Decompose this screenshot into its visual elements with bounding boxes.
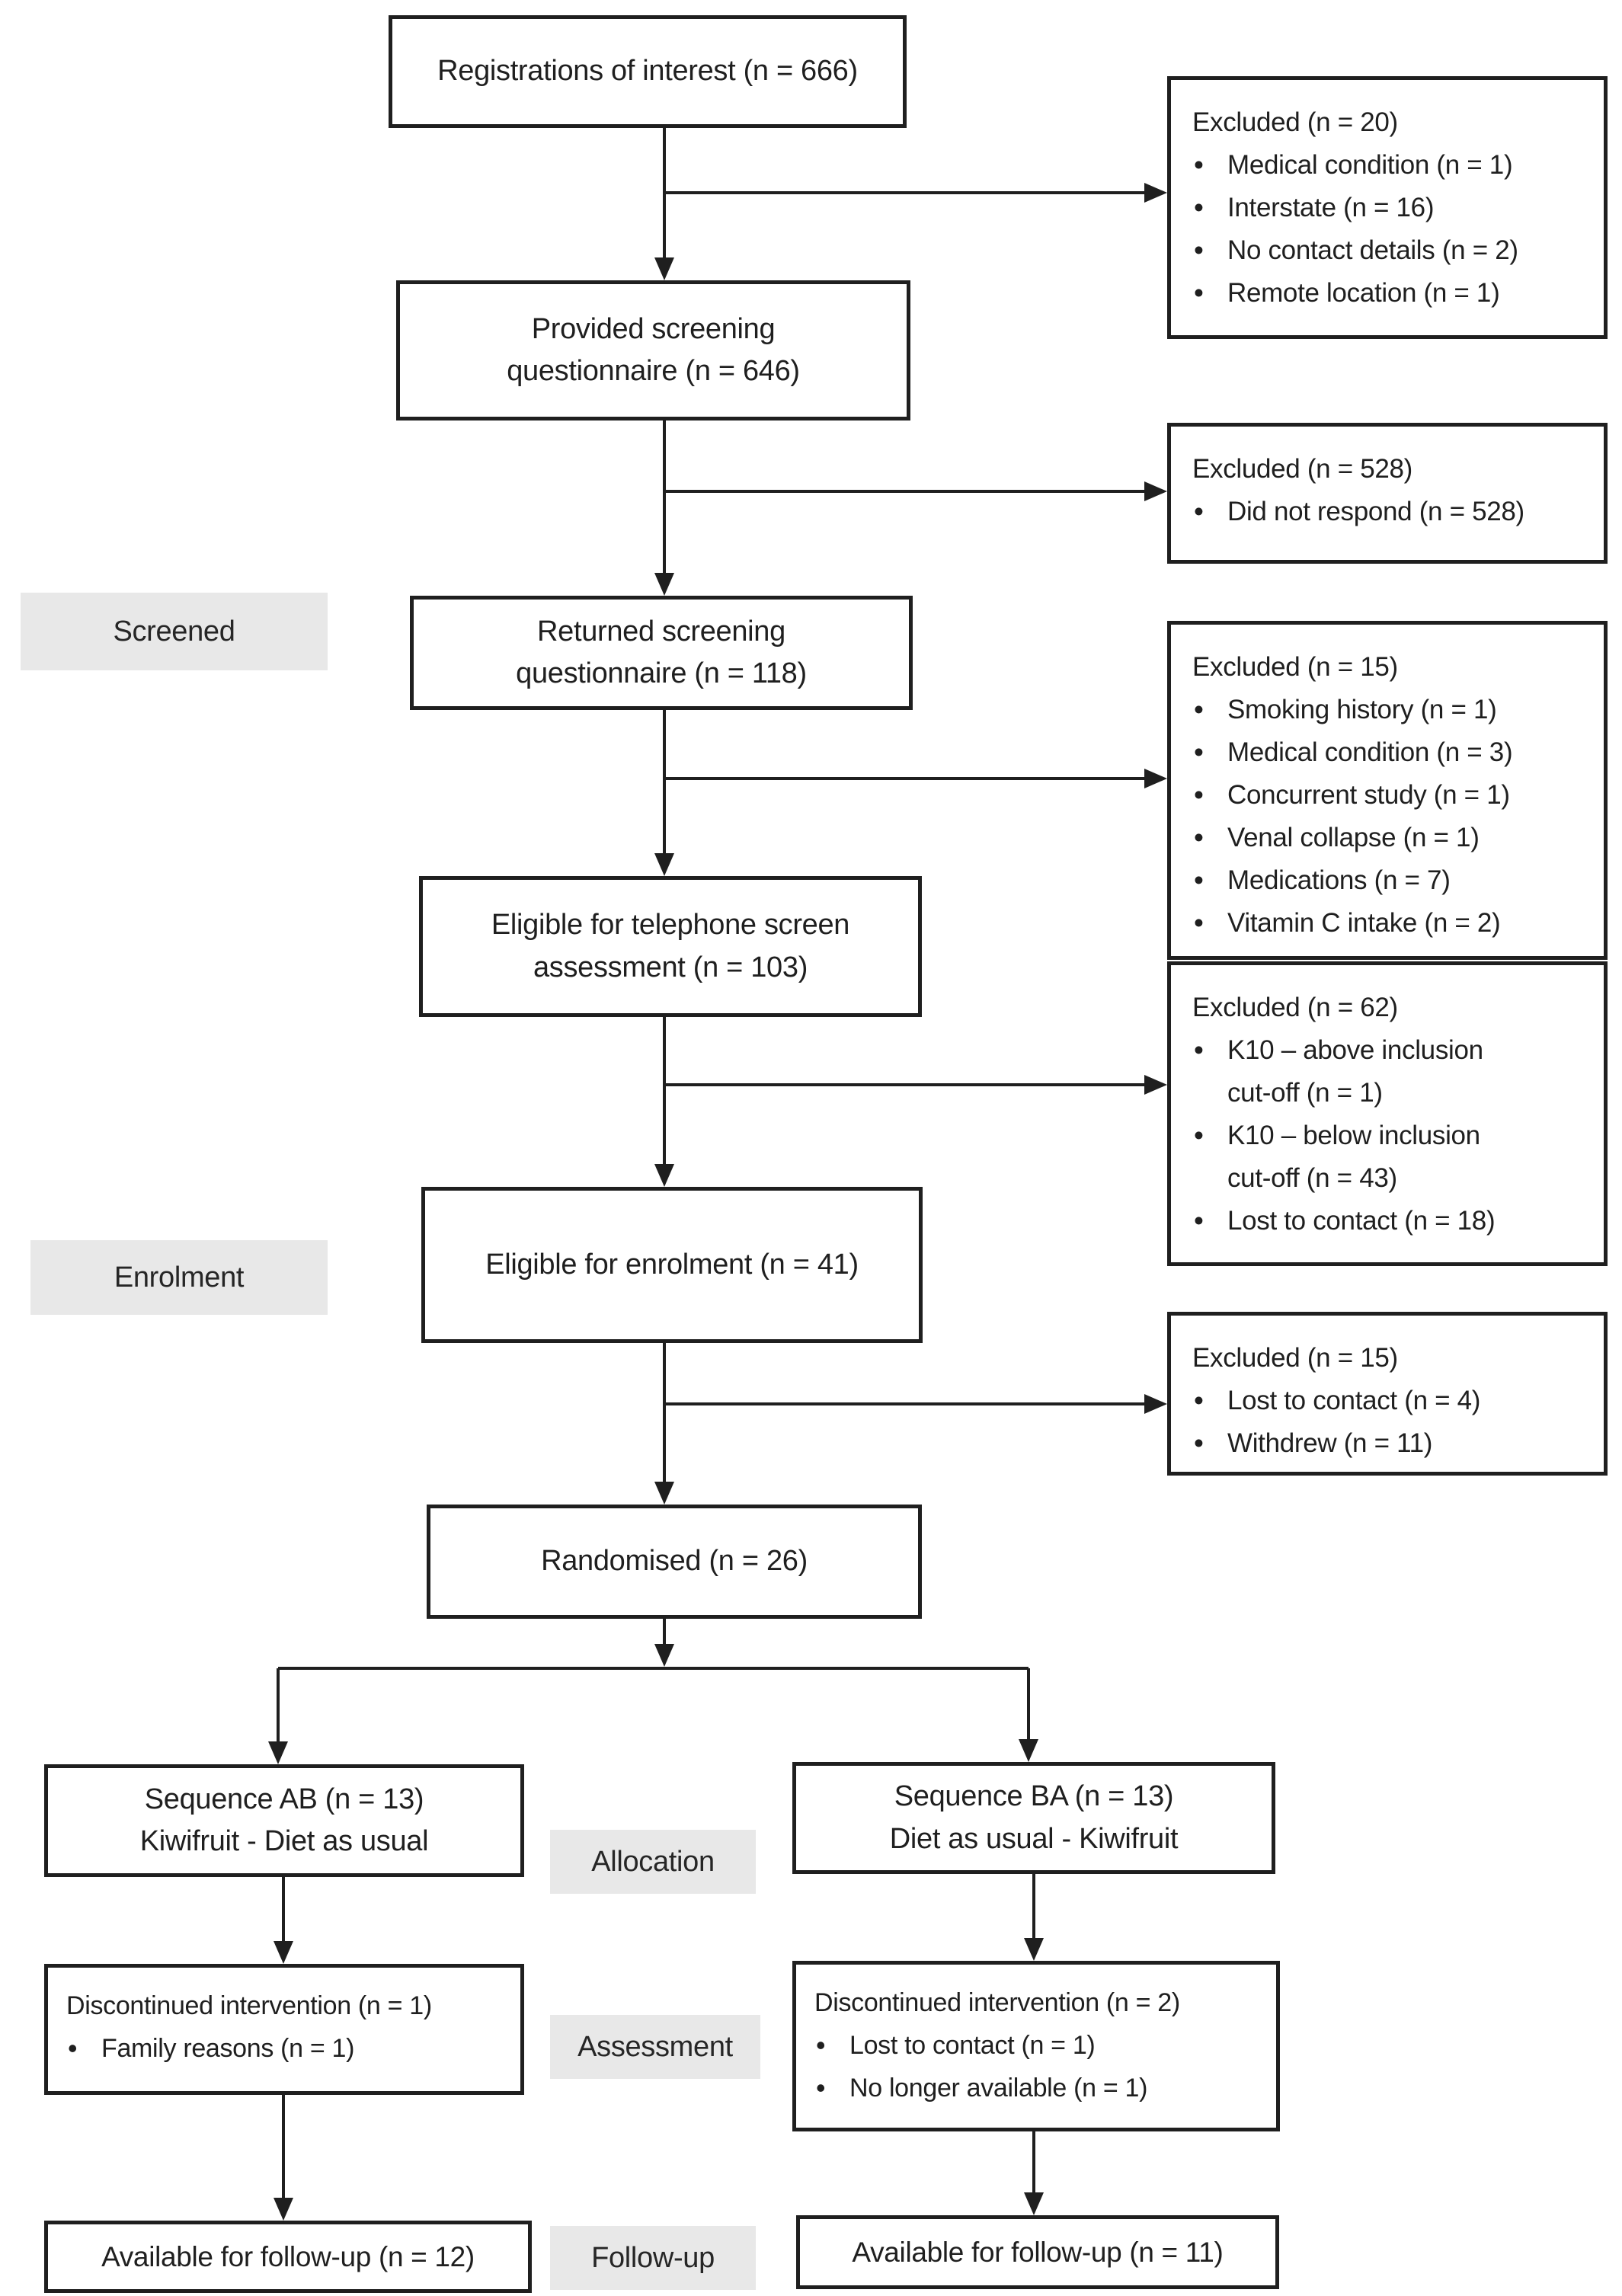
box-eligible-enrolment-label: Eligible for enrolment (n = 41) xyxy=(485,1248,859,1281)
box-randomised: Randomised (n = 26) xyxy=(427,1505,922,1619)
excluded-screening-returned-item: Vitamin C intake (n = 2) xyxy=(1192,902,1588,945)
stage-label-enrolment-text: Enrolment xyxy=(114,1261,245,1293)
excluded-screening-returned-item: Venal collapse (n = 1) xyxy=(1192,817,1588,859)
box-registrations-label: Registrations of interest (n = 666) xyxy=(437,55,858,88)
box-sequence-ba: Sequence BA (n = 13) Diet as usual - Kiw… xyxy=(792,1762,1275,1874)
box-sequence-ab-label: Sequence AB (n = 13) Kiwifruit - Diet as… xyxy=(139,1783,429,1857)
arrowhead-randomised xyxy=(654,1482,674,1505)
excluded-enrolment-title: Excluded (n = 15) xyxy=(1192,1343,1398,1373)
box-returned-screening-label: Returned screening questionnaire (n = 11… xyxy=(516,615,807,689)
arrowhead-excluded-telephone xyxy=(1144,1075,1167,1095)
stage-label-screened-text: Screened xyxy=(113,615,235,648)
arrowhead-excluded-screening-returned xyxy=(1144,769,1167,788)
box-sequence-ab: Sequence AB (n = 13) Kiwifruit - Diet as… xyxy=(44,1764,524,1877)
excluded-registration-list: Medical condition (n = 1) Interstate (n … xyxy=(1192,144,1588,315)
stage-label-followup: Follow-up xyxy=(550,2226,756,2290)
excluded-screening-sent-list: Did not respond (n = 528) xyxy=(1192,491,1588,533)
box-available-ab-label: Available for follow-up (n = 12) xyxy=(101,2240,475,2272)
excluded-enrolment-item: Withdrew (n = 11) xyxy=(1192,1422,1588,1465)
arrowhead-available-ba xyxy=(1024,2192,1044,2215)
box-provided-screening: Provided screening questionnaire (n = 64… xyxy=(396,280,910,421)
box-available-ab: Available for follow-up (n = 12) xyxy=(44,2221,532,2293)
arrowhead-excluded-screening-sent xyxy=(1144,481,1167,501)
excluded-screening-returned-item: Smoking history (n = 1) xyxy=(1192,689,1588,731)
arrowhead-excluded-enrolment xyxy=(1144,1394,1167,1414)
excluded-enrolment-list: Lost to contact (n = 4) Withdrew (n = 11… xyxy=(1192,1380,1588,1465)
box-returned-screening: Returned screening questionnaire (n = 11… xyxy=(410,596,913,710)
arrowhead-discontinued-ab xyxy=(274,1941,293,1964)
excluded-screening-returned-list: Smoking history (n = 1) Medical conditio… xyxy=(1192,689,1588,945)
box-sequence-ba-label: Sequence BA (n = 13) Diet as usual - Kiw… xyxy=(889,1780,1179,1855)
stage-label-allocation: Allocation xyxy=(550,1830,756,1894)
excluded-telephone-item: K10 – above inclusion cut-off (n = 1) xyxy=(1192,1029,1588,1114)
box-discontinued-ab: Discontinued intervention (n = 1) Family… xyxy=(44,1964,524,2095)
excluded-registration-item: No contact details (n = 2) xyxy=(1192,229,1588,272)
box-eligible-telephone: Eligible for telephone screen assessment… xyxy=(419,876,922,1017)
box-eligible-enrolment: Eligible for enrolment (n = 41) xyxy=(421,1187,923,1343)
arrowhead-sequence-ab xyxy=(268,1741,288,1764)
box-discontinued-ba: Discontinued intervention (n = 2) Lost t… xyxy=(792,1961,1280,2131)
arrowhead-provided xyxy=(654,257,674,280)
arrowhead-excluded-registration xyxy=(1144,183,1167,203)
arrowhead-eligible-enrolment xyxy=(654,1164,674,1187)
arrowhead-returned xyxy=(654,573,674,596)
box-excluded-registration: Excluded (n = 20) Medical condition (n =… xyxy=(1167,76,1608,339)
excluded-telephone-item: K10 – below inclusion cut-off (n = 43) xyxy=(1192,1114,1588,1200)
discontinued-ab-list: Family reasons (n = 1) xyxy=(66,2027,508,2070)
excluded-screening-returned-item: Medications (n = 7) xyxy=(1192,859,1588,902)
stage-label-assessment: Assessment xyxy=(550,2015,760,2079)
arrowhead-discontinued-ba xyxy=(1024,1938,1044,1961)
discontinued-ba-title: Discontinued intervention (n = 2) xyxy=(814,1988,1180,2017)
stage-label-followup-text: Follow-up xyxy=(591,2241,715,2274)
discontinued-ba-item: No longer available (n = 1) xyxy=(814,2067,1264,2109)
box-eligible-telephone-label: Eligible for telephone screen assessment… xyxy=(491,909,850,983)
box-provided-screening-label: Provided screening questionnaire (n = 64… xyxy=(507,312,800,387)
excluded-screening-returned-title: Excluded (n = 15) xyxy=(1192,652,1398,682)
box-available-ba-label: Available for follow-up (n = 11) xyxy=(852,2236,1224,2268)
stage-label-enrolment: Enrolment xyxy=(30,1240,328,1315)
excluded-enrolment-item: Lost to contact (n = 4) xyxy=(1192,1380,1588,1422)
box-excluded-screening-sent: Excluded (n = 528) Did not respond (n = … xyxy=(1167,423,1608,564)
arrowhead-available-ab xyxy=(274,2198,293,2221)
arrowhead-sequence-ba xyxy=(1019,1739,1038,1762)
excluded-registration-item: Remote location (n = 1) xyxy=(1192,272,1588,315)
arrowhead-split xyxy=(654,1644,674,1667)
box-randomised-label: Randomised (n = 26) xyxy=(541,1545,808,1578)
stage-label-assessment-text: Assessment xyxy=(577,2030,733,2063)
box-registrations: Registrations of interest (n = 666) xyxy=(389,15,907,128)
excluded-screening-sent-item: Did not respond (n = 528) xyxy=(1192,491,1588,533)
excluded-telephone-item: Lost to contact (n = 18) xyxy=(1192,1200,1588,1242)
box-excluded-telephone: Excluded (n = 62) K10 – above inclusion … xyxy=(1167,961,1608,1266)
excluded-registration-item: Interstate (n = 16) xyxy=(1192,187,1588,229)
excluded-screening-returned-item: Medical condition (n = 3) xyxy=(1192,731,1588,774)
discontinued-ab-title: Discontinued intervention (n = 1) xyxy=(66,1991,432,2020)
excluded-registration-item: Medical condition (n = 1) xyxy=(1192,144,1588,187)
discontinued-ba-item: Lost to contact (n = 1) xyxy=(814,2024,1264,2067)
arrowhead-telephone xyxy=(654,853,674,876)
stage-label-screened: Screened xyxy=(21,593,328,670)
excluded-telephone-list: K10 – above inclusion cut-off (n = 1) K1… xyxy=(1192,1029,1588,1242)
box-excluded-enrolment: Excluded (n = 15) Lost to contact (n = 4… xyxy=(1167,1312,1608,1476)
discontinued-ab-item: Family reasons (n = 1) xyxy=(66,2027,508,2070)
stage-label-allocation-text: Allocation xyxy=(591,1845,715,1878)
excluded-screening-returned-item: Concurrent study (n = 1) xyxy=(1192,774,1588,817)
excluded-registration-title: Excluded (n = 20) xyxy=(1192,107,1398,137)
box-excluded-screening-returned: Excluded (n = 15) Smoking history (n = 1… xyxy=(1167,621,1608,960)
excluded-screening-sent-title: Excluded (n = 528) xyxy=(1192,454,1413,484)
box-available-ba: Available for follow-up (n = 11) xyxy=(796,2215,1279,2289)
discontinued-ba-list: Lost to contact (n = 1) No longer availa… xyxy=(814,2024,1264,2109)
excluded-telephone-title: Excluded (n = 62) xyxy=(1192,993,1398,1022)
